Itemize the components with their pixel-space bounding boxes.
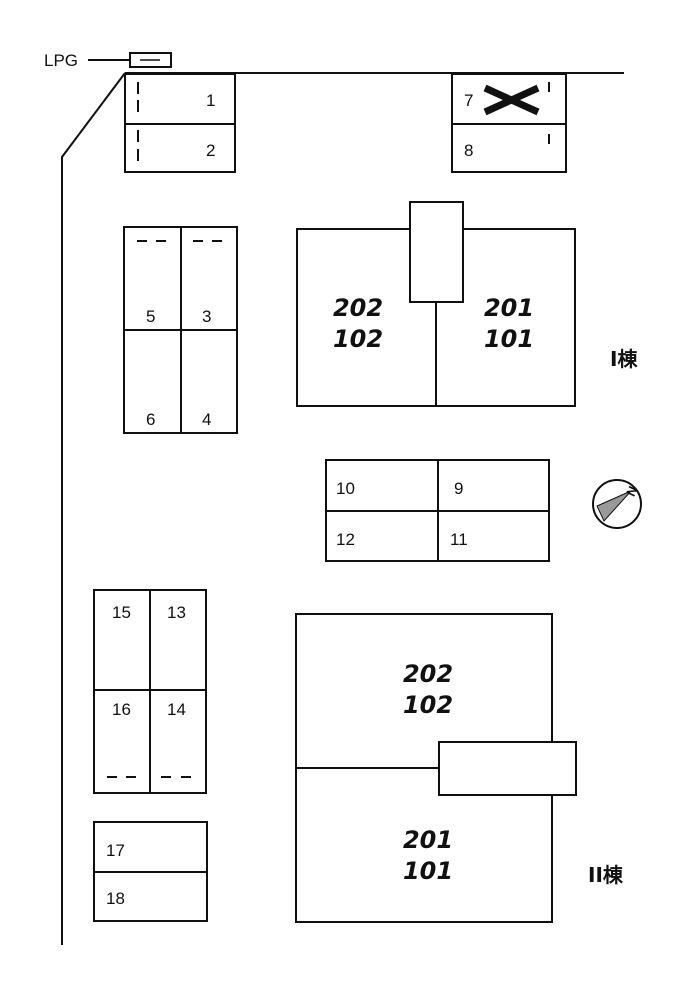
parking-space-1[interactable]: 1 <box>124 73 236 125</box>
parking-space-10[interactable]: 10 <box>325 459 439 512</box>
parking-space-11[interactable]: 11 <box>437 510 550 562</box>
unit-upper-number: 202 <box>333 294 383 322</box>
parking-space-12[interactable]: 12 <box>325 510 439 562</box>
space-label: 1 <box>206 91 215 110</box>
stairwell <box>409 201 464 303</box>
building-1-label: I棟 <box>610 347 638 371</box>
space-label: 2 <box>206 141 215 160</box>
space-label: 5 <box>146 307 155 326</box>
building-2-unit-lower[interactable]: 201 101 <box>403 826 453 885</box>
building-2-label: II棟 <box>588 863 624 887</box>
building-1-unit-left[interactable]: 202 102 <box>333 294 383 353</box>
space-label: 8 <box>464 141 473 160</box>
space-label: 7 <box>464 91 473 110</box>
north-arrow-icon: N <box>592 479 642 529</box>
unit-upper-number: 201 <box>403 826 453 854</box>
unit-lower-number: 102 <box>333 325 383 353</box>
building-2-unit-upper[interactable]: 202 102 <box>403 660 453 719</box>
unit-lower-number: 101 <box>403 857 453 885</box>
space-label: 14 <box>167 700 186 719</box>
unavailable-x-icon <box>483 84 540 116</box>
unit-upper-number: 201 <box>484 294 534 322</box>
parking-space-5[interactable]: 5 <box>123 226 182 331</box>
parking-space-13[interactable]: 13 <box>149 589 207 691</box>
space-label: 18 <box>106 889 125 908</box>
space-label: 4 <box>202 410 211 429</box>
space-label: 11 <box>450 530 468 549</box>
space-label: 13 <box>167 603 186 622</box>
unit-lower-number: 101 <box>484 325 534 353</box>
unit-lower-number: 102 <box>403 691 453 719</box>
parking-space-15[interactable]: 15 <box>93 589 151 691</box>
site-boundary-line <box>61 72 126 945</box>
lpg-label: LPG <box>44 51 78 70</box>
space-label: 16 <box>112 700 131 719</box>
parking-space-17[interactable]: 17 <box>93 821 208 873</box>
parking-space-2[interactable]: 2 <box>124 123 236 173</box>
parking-space-4[interactable]: 4 <box>180 329 238 434</box>
building-2: 202 102 201 101 II棟 <box>295 613 624 923</box>
parking-space-6[interactable]: 6 <box>123 329 182 434</box>
space-label: 12 <box>336 530 355 549</box>
parking-space-7[interactable]: 7 <box>451 73 567 125</box>
parking-space-16[interactable]: 16 <box>93 689 151 794</box>
space-label: 9 <box>454 479 463 498</box>
parking-space-8[interactable]: 8 <box>451 123 567 173</box>
unit-upper-number: 202 <box>403 660 453 688</box>
parking-space-3[interactable]: 3 <box>180 226 238 331</box>
space-label: 3 <box>202 307 211 326</box>
space-label: 17 <box>106 841 125 860</box>
space-label: 10 <box>336 479 355 498</box>
parking-space-14[interactable]: 14 <box>149 689 207 794</box>
parking-space-9[interactable]: 9 <box>437 459 550 512</box>
space-label: 15 <box>112 603 131 622</box>
space-label: 6 <box>146 410 155 429</box>
parking-space-18[interactable]: 18 <box>93 871 208 922</box>
stairwell <box>438 741 577 796</box>
building-1: 202 102 201 101 I棟 <box>296 201 638 407</box>
building-1-unit-right[interactable]: 201 101 <box>484 294 534 353</box>
